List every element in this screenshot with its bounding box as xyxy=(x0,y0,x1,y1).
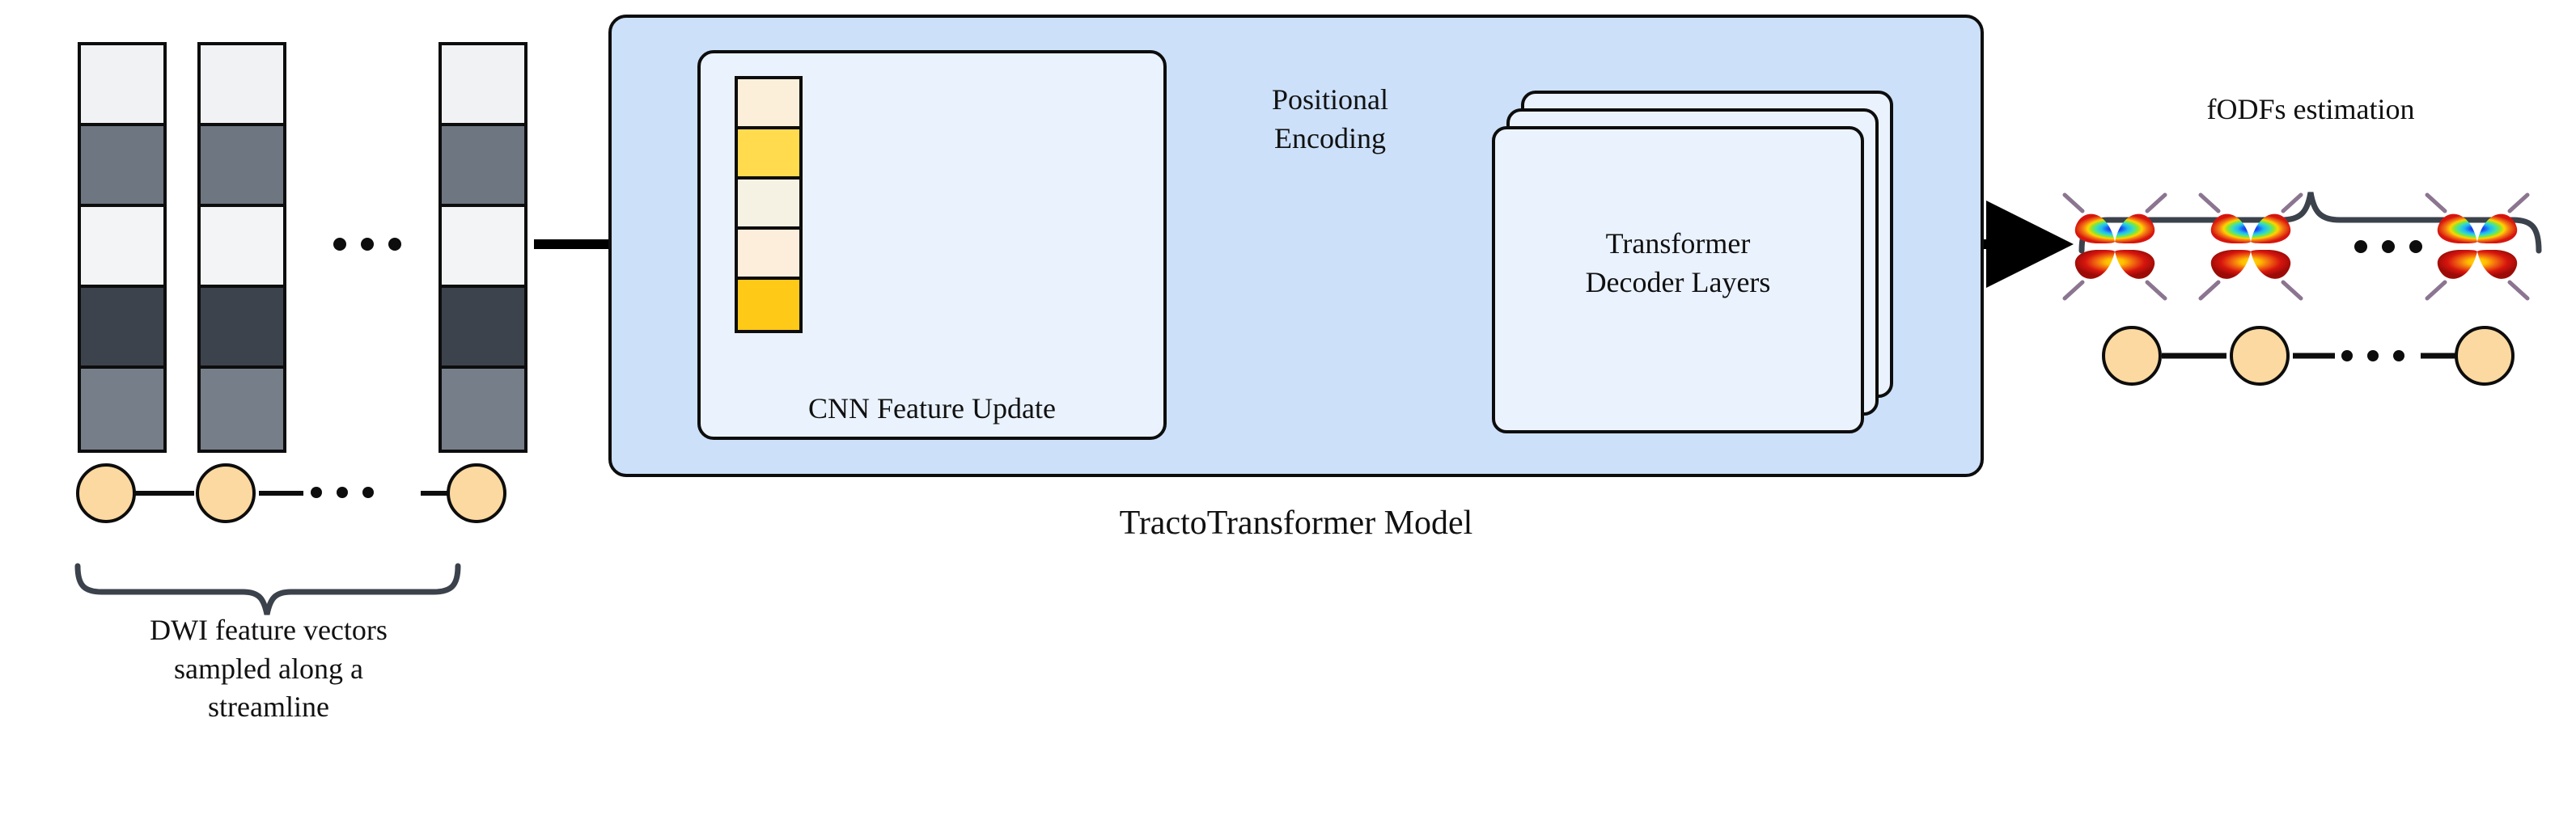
input-brace xyxy=(74,563,461,615)
input-caption-line-1: DWI feature vectors xyxy=(150,614,388,646)
dwi-cell xyxy=(201,207,283,288)
dwi-cell xyxy=(442,207,524,288)
dwi-cell xyxy=(201,288,283,369)
dwi-cell xyxy=(81,369,163,450)
dwi-cell xyxy=(81,45,163,126)
dwi-cell xyxy=(81,207,163,288)
decoder-label: Transformer Decoder Layers xyxy=(1500,225,1856,302)
streamline-node xyxy=(196,463,256,523)
positional-encoding-line-1: Positional xyxy=(1271,83,1389,116)
dwi-cell xyxy=(442,126,524,207)
cnn-feature-cell xyxy=(738,129,799,180)
fodf-glyph xyxy=(2198,192,2303,301)
cnn-feature-bar xyxy=(735,76,803,333)
streamline-node xyxy=(76,463,136,523)
positional-encoding-label: Positional Encoding xyxy=(1209,81,1451,158)
positional-encoding-line-2: Encoding xyxy=(1274,121,1386,154)
input-caption: DWI feature vectors sampled along a stre… xyxy=(45,611,492,727)
output-streamline-ellipsis xyxy=(2341,350,2404,361)
dwi-cell xyxy=(81,126,163,207)
decoder-label-line-2: Decoder Layers xyxy=(1585,265,1771,298)
decoder-card-front xyxy=(1492,126,1864,433)
output-streamline-node xyxy=(2455,326,2515,386)
dwi-cell xyxy=(442,45,524,126)
fodf-ellipsis xyxy=(2354,240,2422,253)
dwi-vector-column xyxy=(78,42,167,453)
output-brace xyxy=(2078,192,2542,254)
output-caption: fODFs estimation xyxy=(2206,93,2415,125)
input-caption-line-3: streamline xyxy=(208,691,329,724)
decoder-label-line-1: Transformer xyxy=(1605,227,1751,260)
cnn-feature-cell xyxy=(738,180,799,230)
dwi-cell xyxy=(442,369,524,450)
streamline-node xyxy=(447,463,506,523)
dwi-cell xyxy=(201,369,283,450)
cnn-feature-cell xyxy=(738,280,799,330)
cnn-feature-cell xyxy=(738,79,799,129)
fodf-glyph xyxy=(2062,192,2167,301)
input-caption-line-2: sampled along a xyxy=(174,652,363,685)
dwi-cell xyxy=(81,288,163,369)
output-streamline-node xyxy=(2102,326,2162,386)
fodf-glyph xyxy=(2425,192,2530,301)
cnn-caption: CNN Feature Update xyxy=(808,392,1056,425)
cnn-feature-cell xyxy=(738,230,799,280)
dwi-columns-ellipsis xyxy=(333,238,401,251)
model-title: TractoTransformer Model xyxy=(1119,505,1473,542)
dwi-vector-column xyxy=(439,42,527,453)
dwi-cell xyxy=(201,45,283,126)
dwi-vector-column xyxy=(197,42,286,453)
output-streamline-node xyxy=(2230,326,2290,386)
dwi-cell xyxy=(201,126,283,207)
dwi-cell xyxy=(442,288,524,369)
input-streamline-ellipsis xyxy=(311,487,374,498)
